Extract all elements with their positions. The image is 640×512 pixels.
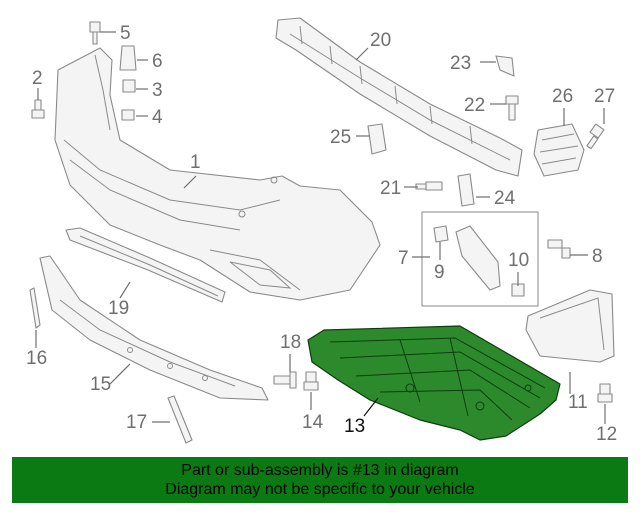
callout-24: 24	[494, 188, 516, 209]
fitment-notice-banner: Part or sub-assembly is #13 in diagram D…	[12, 457, 628, 503]
callout-21: 21	[380, 178, 401, 199]
side-trim-part-16[interactable]	[29, 287, 41, 329]
screw-part-2[interactable]	[31, 99, 45, 119]
callout-11: 11	[568, 392, 588, 413]
callout-6: 6	[152, 51, 163, 72]
subassembly-box-part-7	[421, 211, 539, 307]
clip-part-3[interactable]	[122, 79, 136, 93]
callout-7: 7	[398, 248, 409, 269]
callout-5: 5	[120, 23, 131, 44]
callout-2: 2	[32, 68, 43, 89]
callout-19: 19	[108, 298, 129, 319]
callout-27: 27	[594, 86, 615, 107]
callout-20: 20	[370, 30, 391, 51]
bracket-assembly-part-10-group[interactable]	[455, 225, 501, 291]
reflector-part-17[interactable]	[167, 395, 193, 444]
callout-4: 4	[152, 107, 163, 128]
callout-23: 23	[450, 53, 471, 74]
bumper-cover-part-1[interactable]	[54, 47, 381, 301]
lower-diffuser-part-15[interactable]	[39, 255, 269, 401]
bracket-part-9[interactable]	[433, 225, 449, 243]
clip-part-12[interactable]	[597, 383, 613, 403]
notice-line-disclaimer: Diagram may not be specific to your vehi…	[165, 481, 475, 498]
nut-part-4[interactable]	[121, 109, 135, 121]
leader-lines	[35, 31, 606, 424]
callout-9: 9	[434, 262, 445, 283]
bolt-part-5[interactable]	[89, 21, 101, 45]
under-cover-part-13-highlighted[interactable]	[307, 325, 561, 441]
bolt-part-8[interactable]	[547, 239, 571, 259]
bracket-part-6[interactable]	[119, 45, 137, 71]
callout-22: 22	[464, 95, 485, 116]
bolt-part-18[interactable]	[273, 371, 297, 389]
callout-26: 26	[552, 86, 573, 107]
clip-part-14[interactable]	[303, 371, 319, 391]
bracket-part-24[interactable]	[457, 173, 475, 207]
callout-18: 18	[280, 332, 301, 353]
callout-10: 10	[508, 250, 529, 271]
bolt-part-22[interactable]	[505, 95, 519, 121]
sensor-module-part-26[interactable]	[533, 123, 585, 177]
exploded-parts-diagram: 1 2 3 4 5 6 7 8 9 10 11 12 13 14 15 16 1…	[26, 17, 617, 445]
bracket-part-23[interactable]	[495, 55, 515, 77]
callout-25: 25	[330, 127, 351, 148]
bolt-part-21[interactable]	[415, 181, 443, 191]
callout-14: 14	[302, 412, 324, 433]
callout-3: 3	[152, 80, 163, 101]
bolt-part-27[interactable]	[586, 123, 605, 150]
bracket-part-25[interactable]	[367, 123, 387, 155]
callout-15: 15	[90, 374, 111, 395]
callout-17: 17	[126, 412, 147, 433]
reinforcement-beam-part-20[interactable]	[275, 17, 523, 177]
notice-line-part-number: Part or sub-assembly is #13 in diagram	[181, 462, 459, 479]
callout-12: 12	[596, 424, 617, 445]
callout-16: 16	[26, 348, 47, 369]
side-shield-part-11[interactable]	[525, 289, 615, 363]
lower-trim-part-19[interactable]	[65, 227, 226, 303]
callout-13-highlighted: 13	[344, 416, 365, 437]
callout-8: 8	[592, 246, 603, 267]
callout-1: 1	[190, 152, 201, 173]
